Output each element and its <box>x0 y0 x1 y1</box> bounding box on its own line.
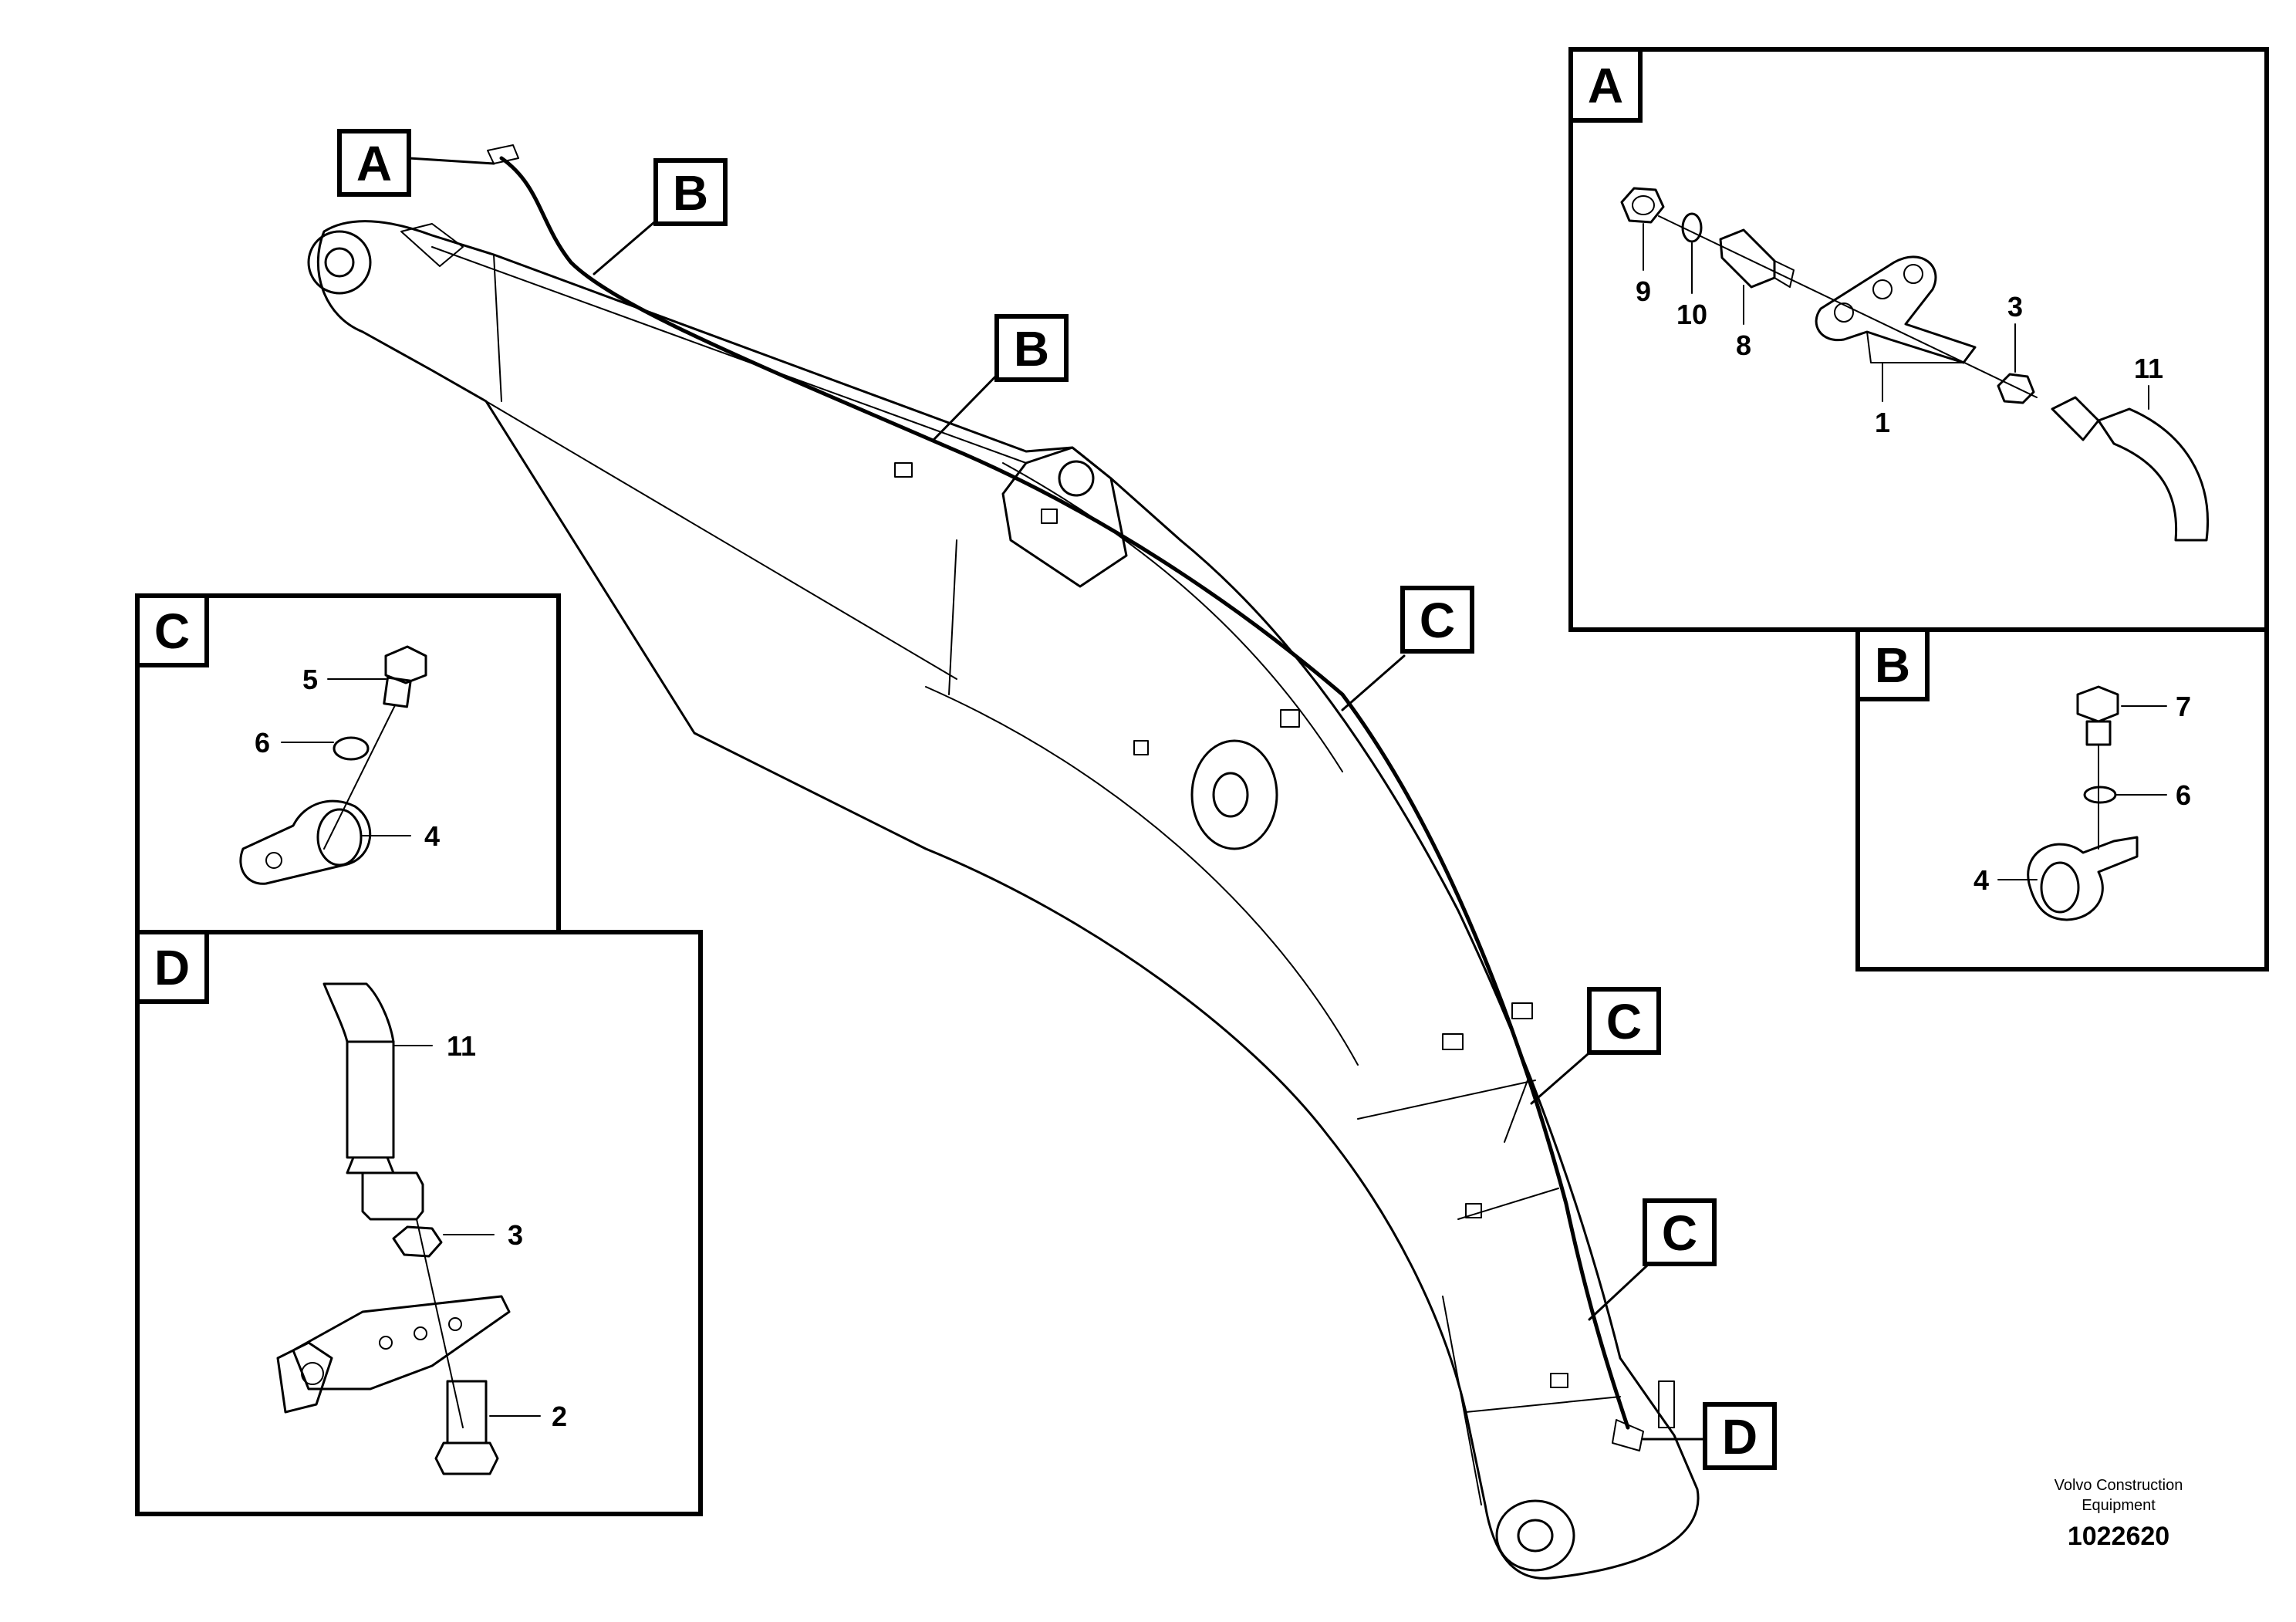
part-10-o-ring <box>1681 212 1703 243</box>
part-3-nut-d <box>392 1225 443 1258</box>
svg-text:8: 8 <box>1736 329 1751 361</box>
svg-text:B: B <box>1014 321 1049 377</box>
svg-text:4: 4 <box>1974 864 1989 896</box>
callout-c-main-3: C <box>1588 1198 1717 1321</box>
svg-text:C: C <box>154 603 190 659</box>
bracket-d <box>276 1295 511 1414</box>
callout-c-main-1: C <box>1341 586 1474 711</box>
part-11-hose-d <box>322 982 424 1221</box>
svg-text:6: 6 <box>2176 779 2191 811</box>
svg-text:4: 4 <box>424 820 440 852</box>
callout-d-main: D <box>1642 1402 1777 1470</box>
reference-number: 1022620 <box>2067 1522 2170 1551</box>
part-9-hex-nut <box>1620 187 1665 224</box>
part-1-bracket <box>1815 255 1977 364</box>
svg-text:D: D <box>154 940 190 995</box>
svg-text:3: 3 <box>2007 291 2023 323</box>
hose-fitting-bottom <box>1612 1419 1644 1451</box>
callout-c-main-2: C <box>1530 987 1661 1105</box>
svg-text:D: D <box>1722 1409 1757 1465</box>
detail-panel-c: C 5 6 4 <box>135 593 561 934</box>
part-11-hose-end <box>2051 396 2209 542</box>
svg-text:11: 11 <box>2134 353 2163 384</box>
svg-text:C: C <box>1606 994 1642 1049</box>
svg-text:C: C <box>1420 593 1455 648</box>
svg-text:7: 7 <box>2176 691 2191 722</box>
svg-text:5: 5 <box>302 664 318 695</box>
detail-panel-b: B 7 6 4 <box>1855 627 2269 972</box>
svg-text:10: 10 <box>1676 299 1707 330</box>
part-4-clamp-c <box>239 799 372 885</box>
svg-text:A: A <box>356 136 392 191</box>
hydraulic-hose-route <box>499 156 1630 1430</box>
svg-text:11: 11 <box>447 1030 476 1062</box>
svg-text:B: B <box>1875 637 1910 693</box>
svg-text:9: 9 <box>1636 275 1651 307</box>
part-3-lock-nut <box>1997 373 2035 404</box>
svg-text:A: A <box>1588 58 1623 113</box>
detail-panel-d: D 11 3 2 <box>135 930 703 1516</box>
svg-text:1: 1 <box>1875 407 1890 438</box>
part-4-clamp-b <box>2027 836 2139 921</box>
svg-text:6: 6 <box>255 727 270 759</box>
callout-b-main-2: B <box>932 314 1069 441</box>
part-8-adapter <box>1719 228 1795 289</box>
excavator-boom <box>307 220 1700 1580</box>
svg-text:B: B <box>673 165 708 221</box>
brand-line-1: Volvo Construction <box>2054 1477 2183 1494</box>
brand-caption: Volvo Construction Equipment <box>2018 1475 2219 1516</box>
svg-text:3: 3 <box>508 1219 523 1251</box>
svg-text:2: 2 <box>552 1401 567 1432</box>
detail-panel-a: A 9 10 <box>1568 47 2269 632</box>
callout-a-main: A <box>337 129 495 197</box>
svg-text:C: C <box>1662 1205 1697 1261</box>
hose-fitting-top <box>487 144 519 164</box>
callout-b-main-1: B <box>593 158 728 275</box>
part-2-adapter <box>434 1380 499 1475</box>
brand-line-2: Equipment <box>2082 1497 2156 1514</box>
part-6-washer-c <box>333 736 370 761</box>
